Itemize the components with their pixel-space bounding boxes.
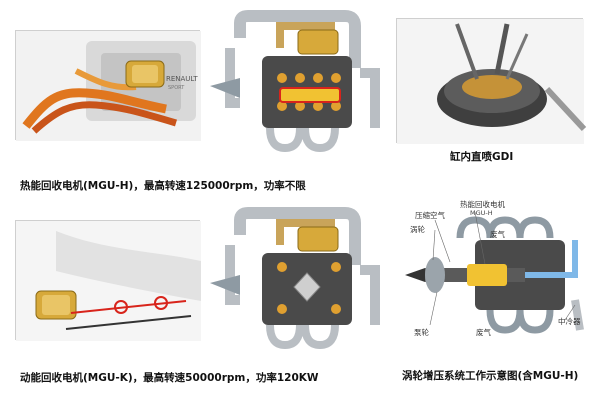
svg-text:SPORT: SPORT <box>168 85 185 91</box>
engine-schematic-mgu-k <box>210 207 380 350</box>
caption-gdi: 缸内直喷GDI <box>450 151 514 163</box>
intercooler-label: 中冷器 <box>558 317 581 326</box>
renault-logo-text: RENAULT <box>166 75 198 83</box>
engine-schematic-mgu-h <box>210 10 380 153</box>
exhaust-top-label: 废气 <box>490 230 505 239</box>
mgu-h-label: 热能回收电机 <box>460 200 505 209</box>
caption-mgu-k: 动能回收电机(MGU-K)，最高转速50000rpm，功率120KW <box>20 372 319 384</box>
caption-turbo-diagram: 涡轮增压系统工作示意图(含MGU-H) <box>402 370 579 382</box>
mgu-h-sub-label: MGU-H <box>470 209 493 217</box>
mgu-h-render-panel: RENAULT SPORT <box>15 30 201 141</box>
mgu-k-render-illustration <box>16 221 201 341</box>
gdi-render-panel <box>396 18 587 144</box>
exhaust-bottom-label: 废气 <box>476 328 491 337</box>
mgu-h-render-illustration: RENAULT SPORT <box>16 31 201 141</box>
mgu-k-render-panel <box>15 220 201 341</box>
turbine-label: 涡轮 <box>410 225 425 234</box>
gdi-render-illustration <box>397 19 587 144</box>
compressor-label: 泵轮 <box>414 328 429 337</box>
turbo-system-diagram <box>405 211 584 334</box>
compressed-air-label: 压缩空气 <box>415 211 445 220</box>
caption-mgu-h: 热能回收电机(MGU-H)，最高转速125000rpm，功率不限 <box>20 180 306 192</box>
